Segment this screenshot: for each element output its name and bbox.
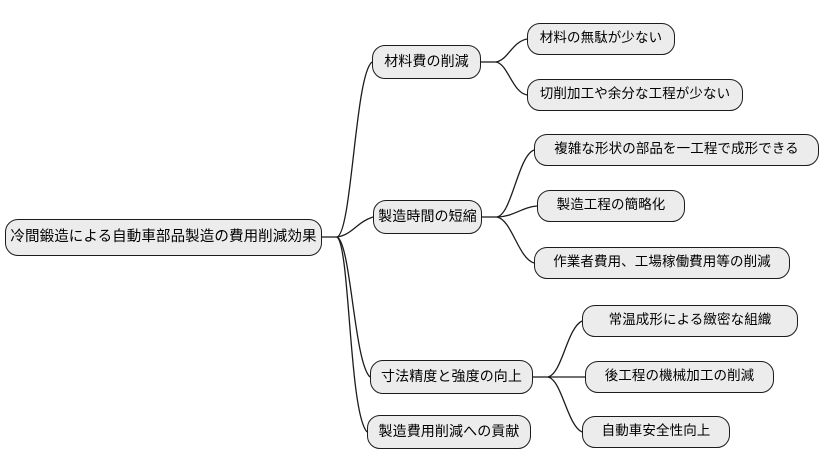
edge-branch-1-child-2 [495,61,528,96]
edge-root-to-branch-4 [336,236,368,433]
mindmap-node-branch-3-child-3-label: 自動車安全性向上 [601,423,711,440]
mindmap-node-branch-1-child-1-label: 材料の無駄が少ない [539,30,663,47]
edge-branch-2-child-1 [496,149,535,218]
edge-branch-1-child-1 [495,38,528,63]
mindmap-node-branch-1-child-2[interactable]: 切削加工や余分な工程が少ない [527,79,743,111]
mindmap-node-branch-2-label: 製造時間の短縮 [378,209,477,225]
mindmap-node-branch-2-child-3-label: 作業者費用、工場稼働費用等の削減 [553,254,771,271]
mindmap-node-root-label: 冷間鍛造による自動車部品製造の費用削減効果 [10,229,317,246]
edge-root-to-branch-1 [336,61,373,238]
mindmap-node-branch-2[interactable]: 製造時間の短縮 [373,200,482,234]
edge-root-to-branch-2 [336,216,374,238]
mindmap-node-branch-1-label: 材料費の削減 [384,54,469,70]
mindmap-node-branch-2-child-2[interactable]: 製造工程の簡略化 [537,190,685,222]
mindmap-node-branch-3-label: 寸法精度と強度の向上 [381,369,522,385]
mindmap-node-branch-3[interactable]: 寸法精度と強度の向上 [370,360,533,394]
mindmap-node-root[interactable]: 冷間鍛造による自動車部品製造の費用削減効果 [5,219,322,256]
mindmap-node-branch-3-child-2[interactable]: 後工程の機械加工の削減 [585,361,774,393]
edge-branch-3-child-3 [547,376,583,433]
mindmap-node-branch-3-child-1-label: 常温成形による緻密な組織 [608,312,772,329]
mindmap-node-branch-3-child-2-label: 後工程の機械加工の削減 [604,368,755,385]
mindmap-node-branch-2-child-3[interactable]: 作業者費用、工場稼働費用等の削減 [534,247,790,279]
mindmap-node-branch-3-child-3[interactable]: 自動車安全性向上 [582,416,730,448]
mindmap-node-branch-2-child-1[interactable]: 複雑な形状の部品を一工程で成形できる [534,134,819,166]
edge-branch-3-child-1 [547,320,583,378]
edge-branch-2-child-3 [496,216,535,264]
edge-branch-2-child-2 [496,205,538,218]
mindmap-node-branch-1-child-1[interactable]: 材料の無駄が少ない [527,23,675,55]
mindmap-node-branch-2-child-2-label: 製造工程の簡略化 [556,197,666,214]
mindmap-node-branch-1-child-2-label: 切削加工や余分な工程が少ない [539,86,731,103]
mindmap-node-branch-3-child-1[interactable]: 常温成形による緻密な組織 [582,305,798,337]
mindmap-node-branch-4[interactable]: 製造費用削減への貢献 [367,415,531,449]
mindmap-node-branch-1[interactable]: 材料費の削減 [372,45,481,79]
mindmap-node-branch-2-child-1-label: 複雑な形状の部品を一工程で成形できる [554,141,799,158]
mindmap-node-branch-4-label: 製造費用削減への貢献 [378,424,520,440]
edge-root-to-branch-3 [336,236,371,378]
